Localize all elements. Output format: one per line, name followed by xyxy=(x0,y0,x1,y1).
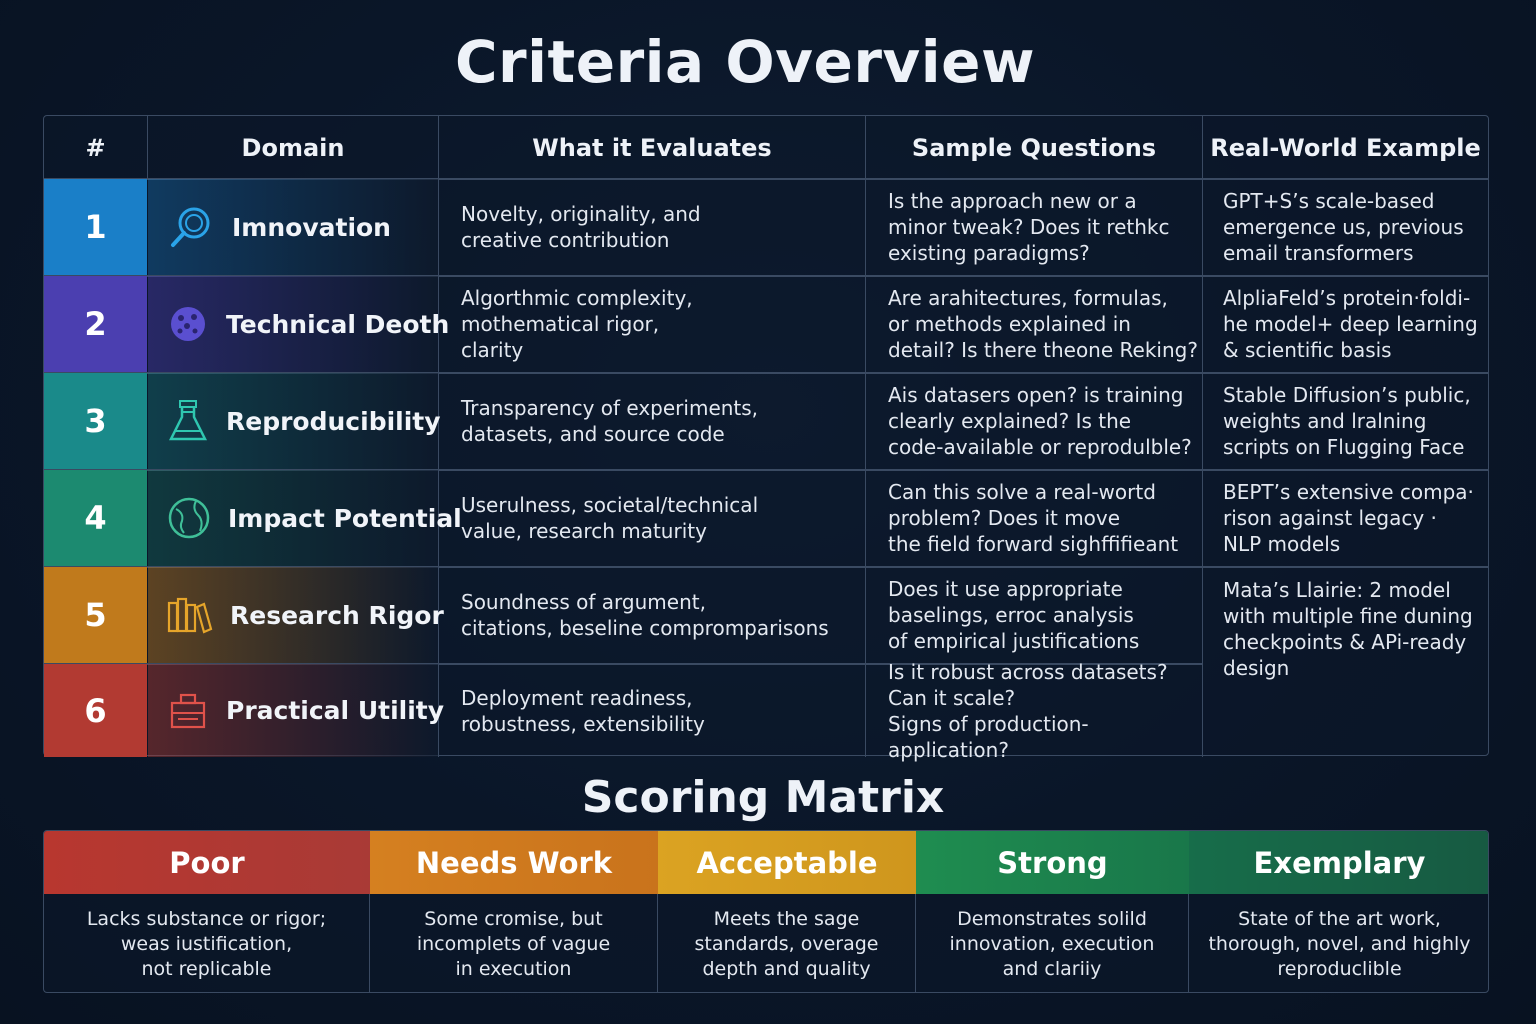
row-3-domain-label: Reproducibility xyxy=(226,406,441,436)
level-needs-work: Needs Work xyxy=(370,831,658,894)
row-6-number: 6 xyxy=(44,664,147,757)
row-5-example: Mata’s Llairie: 2 model with multiple fi… xyxy=(1223,578,1473,680)
row-1-domain-label: Imnovation xyxy=(232,212,391,242)
header-domain: Domain xyxy=(148,116,439,179)
row-1-evaluates: Novelty, originality, and creative contr… xyxy=(439,179,866,275)
row-5-questions: Does it use appropriate baselings, erroc… xyxy=(866,567,1203,663)
row-6-evaluates: Deployment readiness, robustness, extens… xyxy=(439,664,866,757)
magnifier-icon xyxy=(166,202,216,252)
header-example: Real-World Example xyxy=(1210,133,1481,162)
row-6-domain: Practical Utility xyxy=(148,664,444,757)
row-3-evaluates: Transparency of experiments, datasets, a… xyxy=(439,373,866,469)
header-divider xyxy=(44,178,1488,180)
row-1-example: GPT+S’s scale-based emergence us, previo… xyxy=(1223,189,1464,265)
row-4-domain: Impact Potential xyxy=(148,470,462,566)
row-5-domain-label: Research Rigor xyxy=(230,600,444,630)
row-divider xyxy=(44,275,1488,277)
toolbox-icon xyxy=(166,686,210,736)
row-6-domain-label: Practical Utility xyxy=(226,696,445,725)
row-2-domain: Technical Deoth xyxy=(148,276,449,372)
row-divider xyxy=(44,372,1488,374)
header-questions: Sample Questions xyxy=(866,116,1203,179)
criteria-table: # Domain What it Evaluates Sample Questi… xyxy=(43,115,1489,762)
row-2-number: 2 xyxy=(44,276,147,372)
lab-flask-icon xyxy=(166,396,210,446)
level-exemplary-desc: State of the art work, thorough, novel, … xyxy=(1208,907,1471,980)
level-strong-desc: Demonstrates solild innovation, executio… xyxy=(916,894,1189,992)
row-2-questions: Are arahitectures, formulas, or methods … xyxy=(866,276,1203,372)
level-acceptable: Acceptable xyxy=(658,831,916,894)
chip-icon xyxy=(166,299,210,349)
row-1-domain: Imnovation xyxy=(148,179,439,275)
row-1-number: 1 xyxy=(44,179,147,275)
row-5-domain: Research Rigor xyxy=(148,567,444,663)
row-3-example: Stable Diffusion’s public, weights and l… xyxy=(1223,383,1471,459)
level-exemplary: Exemplary xyxy=(1189,831,1488,894)
level-needs-work-desc: Some cromise, but incomplets of vague in… xyxy=(370,894,658,992)
row-1-questions: Is the approach new or a minor tweak? Do… xyxy=(866,179,1203,275)
level-poor-desc: Lacks substance or rigor; weas iustifica… xyxy=(44,894,370,992)
row-4-evaluates: Userulness, societal/technical value, re… xyxy=(439,470,866,566)
level-poor: Poor xyxy=(44,831,370,894)
row-4-example: BEPT’s extensive compa· rison against le… xyxy=(1223,480,1474,556)
globe-icon xyxy=(166,493,212,543)
row-4-domain-label: Impact Potential xyxy=(228,503,462,533)
header-evaluates: What it Evaluates xyxy=(439,116,866,179)
level-acceptable-desc: Meets the sage standards, overage depth … xyxy=(658,894,916,992)
row-5-number: 5 xyxy=(44,567,147,663)
header-num: # xyxy=(44,116,148,179)
level-strong: Strong xyxy=(916,831,1189,894)
row-divider xyxy=(44,663,1203,665)
row-2-evaluates: Algorthmic complexity, mothematical rigo… xyxy=(439,276,866,372)
scoring-title: Scoring Matrix xyxy=(581,772,945,823)
row-3-number: 3 xyxy=(44,373,147,469)
row-divider xyxy=(44,566,1488,568)
row-4-questions: Can this solve a real-wortd problem? Doe… xyxy=(866,470,1203,566)
row-3-domain: Reproducibility xyxy=(148,373,441,469)
row-5-evaluates: Soundness of argument, citations, beseli… xyxy=(439,567,866,663)
row-4-number: 4 xyxy=(44,470,147,566)
row-2-example: AlpliaFeld’s protein·foldi- he model+ de… xyxy=(1223,286,1478,362)
row-3-questions: Ais datasers open? is training clearly e… xyxy=(866,373,1203,469)
row-2-domain-label: Technical Deoth xyxy=(226,309,450,339)
row-6-questions: Is it robust across datasets? Can it sca… xyxy=(866,660,1203,762)
page-title: Criteria Overview xyxy=(454,28,1036,96)
row-divider xyxy=(44,469,1488,471)
scoring-matrix: Poor Needs Work Acceptable Strong Exempl… xyxy=(43,830,1489,993)
books-icon xyxy=(166,590,214,640)
